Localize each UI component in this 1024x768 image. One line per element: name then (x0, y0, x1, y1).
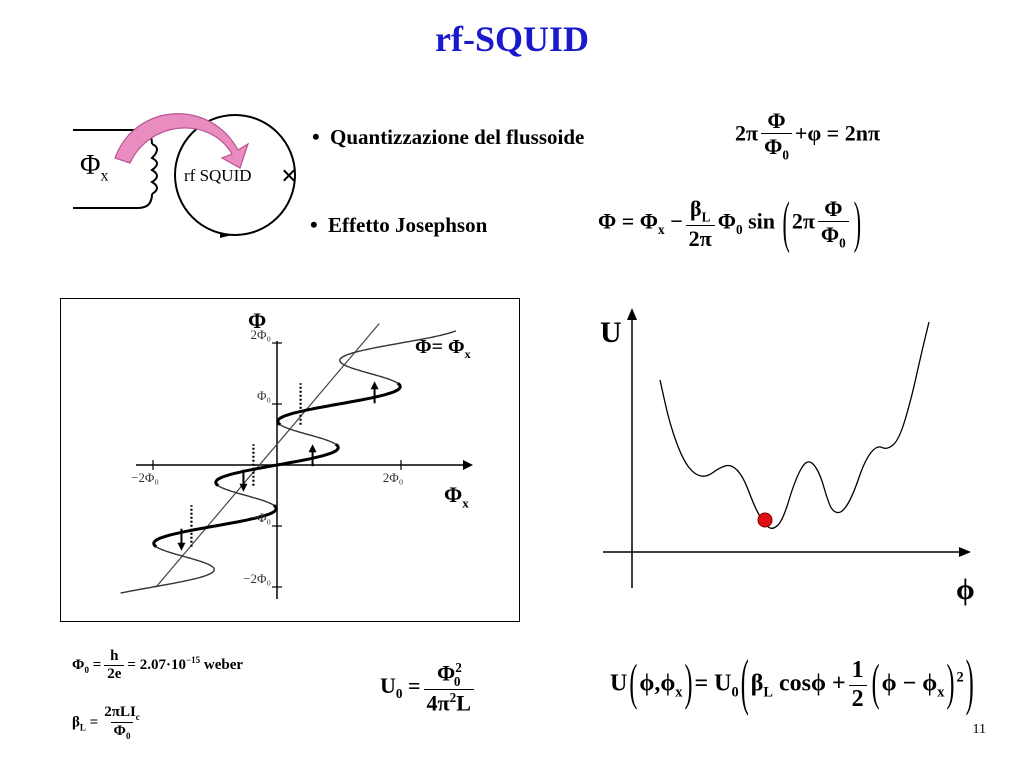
x-tick-label: 2Φ₀ (383, 470, 404, 485)
jump-arrow-head (370, 381, 379, 390)
junction-icon: × (281, 161, 297, 192)
squid-label: rf SQUID (184, 166, 252, 185)
loop-direction-arrow (220, 232, 232, 238)
hyst-y-axis-label: Φ (248, 308, 267, 333)
input-lead-bottom (73, 193, 153, 209)
jump-arrow-head (308, 444, 317, 453)
pot-y-axis-arrow (627, 308, 637, 320)
x-tick-label: −2Φ₀ (131, 470, 159, 485)
identity-line-label: Φ= Φx (415, 336, 471, 361)
pot-x-axis-label: ϕ (956, 573, 975, 606)
potential-curve (659, 321, 930, 529)
y-tick-label: Φ₀ (257, 388, 271, 403)
y-tick-label: −2Φ₀ (243, 571, 271, 586)
stable-branch (152, 382, 402, 548)
hyst-x-axis-arrow (463, 460, 473, 470)
jump-arrow-head (239, 483, 248, 492)
hysteresis-plot: 2Φ₀ Φ₀ −Φ₀ −2Φ₀ −2Φ₀ 2Φ₀ (120, 323, 473, 599)
slide-title: rf-SQUID (435, 19, 589, 59)
bullet-flux-quantization: •Quantizzazione del flussoide (312, 124, 585, 149)
jump-arrow-head (177, 542, 186, 551)
state-marker (757, 512, 773, 528)
squid-loop (174, 114, 296, 236)
page-number: 11 (972, 722, 986, 737)
y-tick-label: 2Φ₀ (250, 327, 271, 342)
input-flux-label: Φx (80, 150, 109, 185)
rf-squid-diagram: × (73, 113, 297, 238)
hysteresis-plot-frame: 2Φ₀ Φ₀ −Φ₀ −2Φ₀ −2Φ₀ 2Φ₀ (60, 298, 520, 622)
hyst-x-axis-label: Φx (444, 482, 469, 511)
bullet-josephson-effect: •Effetto Josephson (310, 212, 488, 237)
identity-line (155, 323, 380, 588)
pot-x-axis-arrow (959, 547, 971, 557)
y-tick-label: −Φ₀ (250, 510, 271, 525)
coupling-arrow (114, 113, 250, 169)
pot-y-axis-label: U (600, 316, 622, 349)
potential-plot (603, 308, 971, 588)
input-coil (150, 143, 158, 195)
